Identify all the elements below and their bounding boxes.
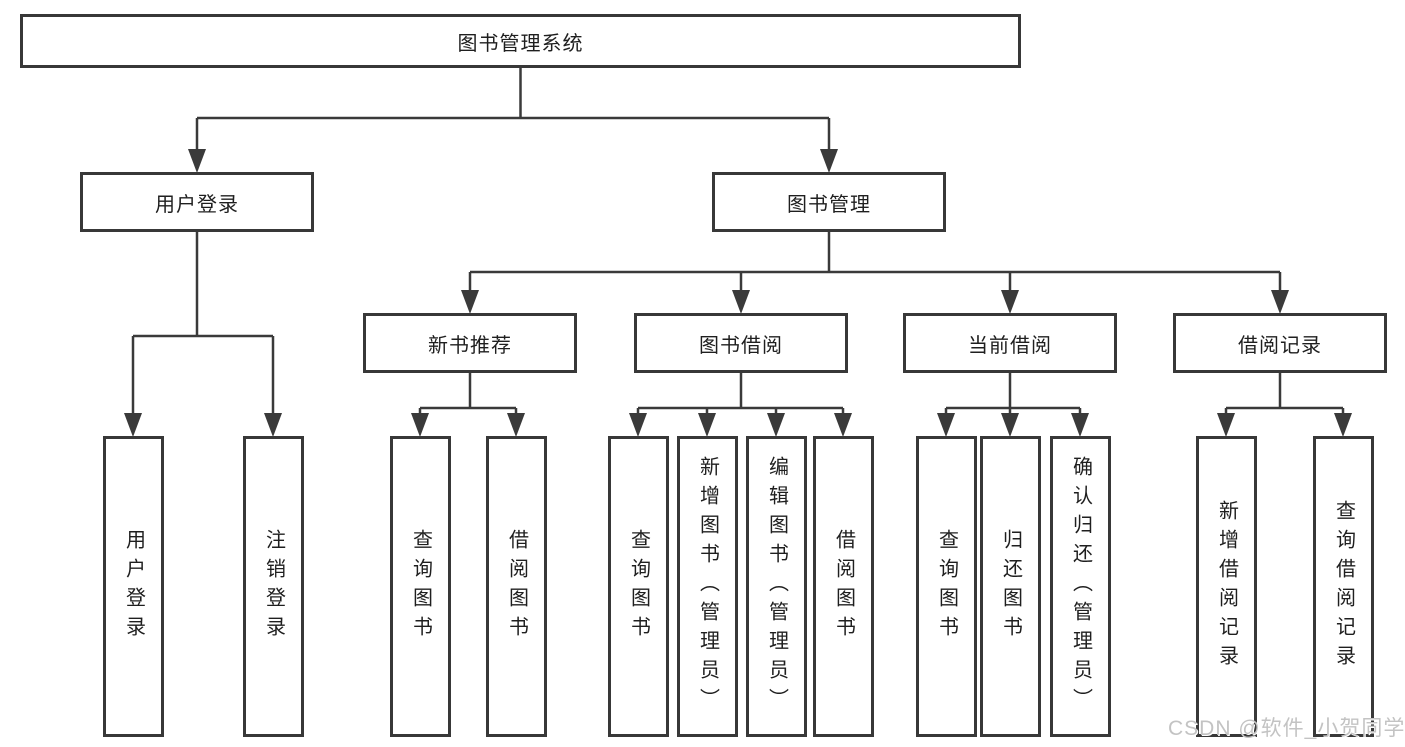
leaf-label: 新增图书（管理员）	[696, 456, 719, 717]
node-label: 图书管理	[787, 193, 871, 216]
leaf-add-books-admin: 新增图书（管理员）	[677, 436, 738, 737]
node-label: 图书借阅	[699, 334, 783, 357]
leaf-query-books-borrowing: 查询图书	[608, 436, 669, 737]
node-book-borrowing: 图书借阅	[634, 313, 848, 373]
leaf-query-books-current: 查询图书	[916, 436, 977, 737]
node-label: 新书推荐	[428, 334, 512, 357]
leaf-borrow-books-borrowing: 借阅图书	[813, 436, 874, 737]
leaf-query-books-recommend: 查询图书	[390, 436, 451, 737]
node-user-login: 用户登录	[80, 172, 314, 232]
leaf-query-borrow-record: 查询借阅记录	[1313, 436, 1374, 737]
leaf-label: 确认归还（管理员）	[1069, 456, 1092, 717]
node-library-management-system: 图书管理系统	[20, 14, 1021, 68]
leaf-label: 查询借阅记录	[1332, 499, 1355, 674]
node-label: 图书管理系统	[457, 32, 584, 55]
node-current-borrowing: 当前借阅	[903, 313, 1117, 373]
leaf-label: 查询图书	[409, 528, 432, 645]
connector-elbows	[131, 68, 1345, 414]
leaf-label: 借阅图书	[832, 528, 855, 645]
leaf-edit-books-admin: 编辑图书（管理员）	[746, 436, 807, 737]
node-label: 用户登录	[155, 193, 239, 216]
leaf-label: 借阅图书	[505, 528, 528, 645]
node-label: 当前借阅	[968, 334, 1052, 357]
leaf-user-login: 用户登录	[103, 436, 164, 737]
node-borrowing-records: 借阅记录	[1173, 313, 1387, 373]
leaf-label: 新增借阅记录	[1215, 499, 1238, 674]
node-book-management: 图书管理	[712, 172, 946, 232]
leaf-label: 归还图书	[999, 528, 1022, 645]
leaf-label: 查询图书	[935, 528, 958, 645]
watermark: CSDN @软件_小贺同学	[1168, 717, 1405, 740]
leaf-return-books: 归还图书	[980, 436, 1041, 737]
leaf-logout: 注销登录	[243, 436, 304, 737]
node-label: 借阅记录	[1238, 334, 1322, 357]
leaf-label: 查询图书	[627, 528, 650, 645]
leaf-label: 编辑图书（管理员）	[765, 456, 788, 717]
leaf-add-borrow-record: 新增借阅记录	[1196, 436, 1257, 737]
node-new-book-recommendation: 新书推荐	[363, 313, 577, 373]
leaf-confirm-return-admin: 确认归还（管理员）	[1050, 436, 1111, 737]
leaf-label: 用户登录	[122, 528, 145, 645]
arrowheads	[124, 149, 1352, 437]
leaf-label: 注销登录	[262, 528, 285, 645]
leaf-borrow-books-recommend: 借阅图书	[486, 436, 547, 737]
